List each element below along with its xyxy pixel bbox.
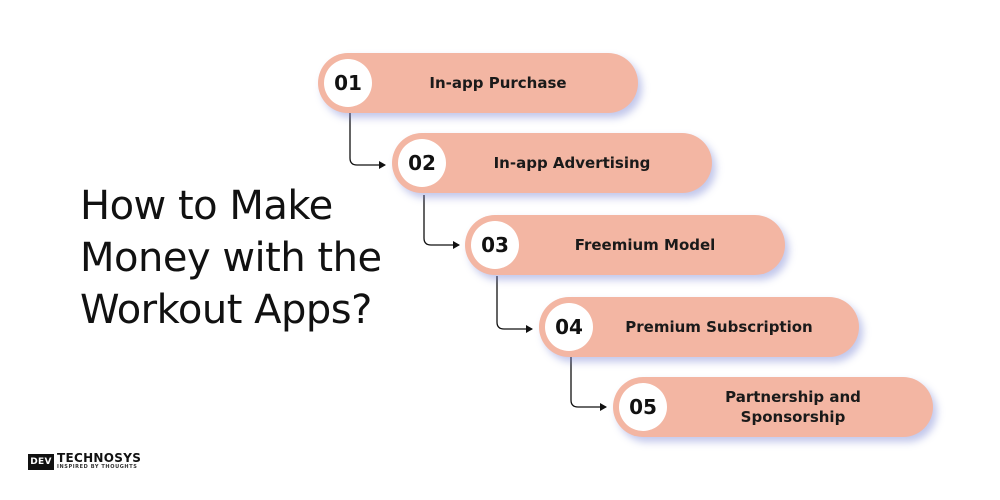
step-4: 04 Premium Subscription bbox=[539, 297, 859, 357]
step-3-label: Freemium Model bbox=[574, 236, 716, 254]
page-title: How to Make Money with the Workout Apps? bbox=[80, 180, 410, 336]
step-3: 03 Freemium Model bbox=[465, 215, 785, 275]
step-3-number: 03 bbox=[471, 221, 519, 269]
step-2-number: 02 bbox=[398, 139, 446, 187]
step-4-label: Premium Subscription bbox=[625, 318, 813, 336]
step-2-label: In-app Advertising bbox=[493, 154, 651, 172]
logo-mark: DEV bbox=[28, 453, 54, 470]
step-1-label: In-app Purchase bbox=[429, 74, 567, 92]
step-4-number: 04 bbox=[545, 303, 593, 351]
brand-logo: DEV TECHNOSYS INSPIRED BY THOUGHTS bbox=[28, 452, 141, 471]
step-5: 05 Partnership and Sponsorship bbox=[613, 377, 933, 437]
connector-arrow-3-4 bbox=[496, 276, 533, 333]
step-5-label: Partnership and Sponsorship bbox=[725, 388, 861, 426]
step-2: 02 In-app Advertising bbox=[392, 133, 712, 193]
title-line-1: How to Make bbox=[80, 183, 333, 229]
connector-arrow-2-3 bbox=[423, 195, 460, 249]
step-1-number: 01 bbox=[324, 59, 372, 107]
title-line-2: Money with the bbox=[80, 235, 382, 281]
connector-arrow-1-2 bbox=[349, 113, 386, 169]
step-1: 01 In-app Purchase bbox=[318, 53, 638, 113]
logo-brand: TECHNOSYS bbox=[57, 451, 142, 465]
step-5-number: 05 bbox=[619, 383, 667, 431]
connector-arrow-4-5 bbox=[570, 357, 607, 411]
logo-tagline: INSPIRED BY THOUGHTS bbox=[57, 464, 138, 470]
title-line-3: Workout Apps? bbox=[80, 287, 372, 333]
